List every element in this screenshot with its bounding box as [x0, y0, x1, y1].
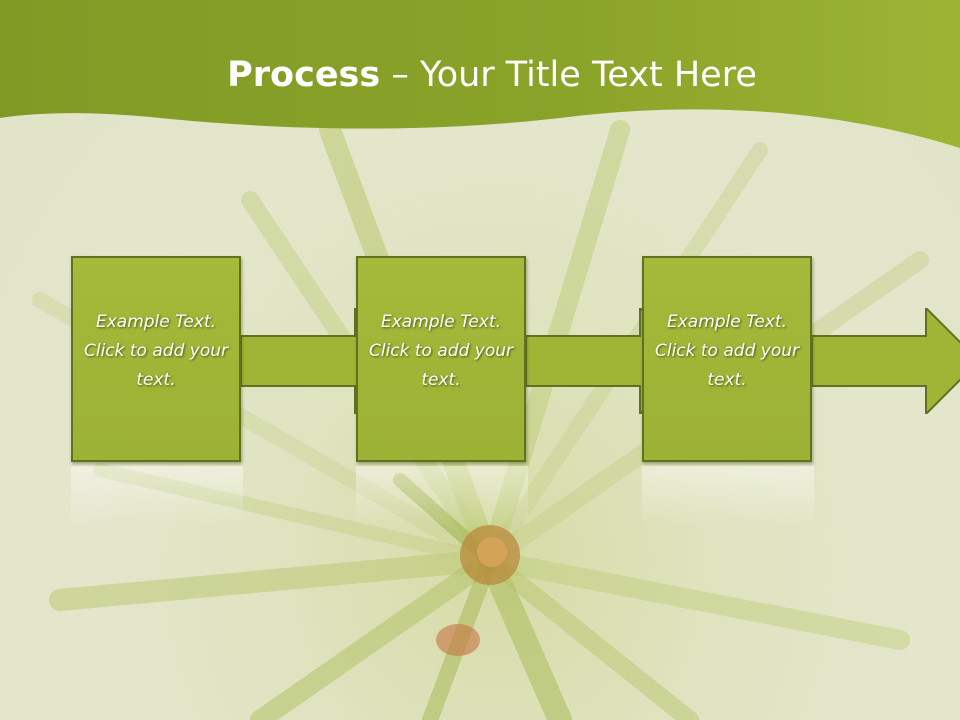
process-box-text: Example Text. Click to add your text.: [368, 311, 513, 390]
header-band: [0, 0, 960, 148]
process-box-reflection: [356, 466, 528, 526]
title-rest: – Your Title Text Here: [380, 55, 757, 95]
process-box[interactable]: Example Text. Click to add your text.: [71, 256, 241, 462]
process-box-text: Example Text. Click to add your text.: [83, 311, 228, 390]
right-arrow-icon: [812, 308, 960, 414]
process-box[interactable]: Example Text. Click to add your text.: [356, 256, 526, 462]
process-box-text: Example Text. Click to add your text.: [654, 311, 799, 390]
process-step: Example Text. Click to add your text.: [356, 256, 696, 526]
slide-title[interactable]: Process – Your Title Text Here: [0, 52, 960, 98]
process-box-reflection: [642, 466, 814, 526]
process-step: Example Text. Click to add your text.: [642, 256, 960, 526]
process-box-reflection: [71, 466, 243, 526]
process-box[interactable]: Example Text. Click to add your text.: [642, 256, 812, 462]
title-bold: Process: [227, 55, 381, 95]
